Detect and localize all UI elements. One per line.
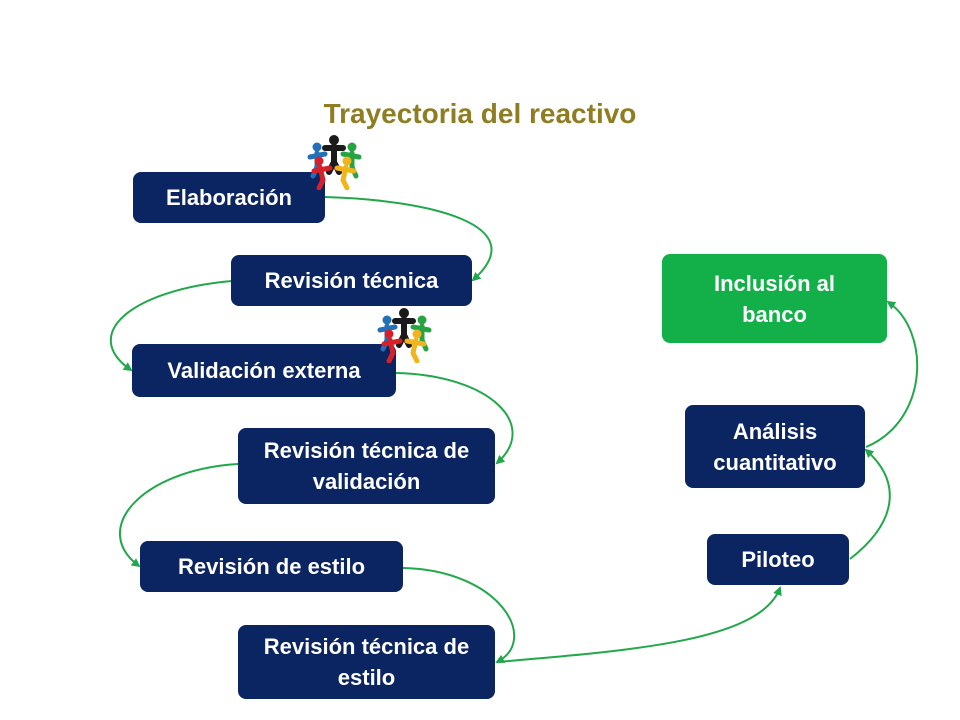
people-circle-icon (377, 308, 432, 363)
arrow-revision-tecnica-to-validacion-externa (109, 280, 233, 372)
step-revision-tecnica: Revisión técnica (231, 255, 472, 306)
arrow-piloteo-to-analisis-cuantitativo (849, 448, 891, 560)
step-revision-estilo: Revisión de estilo (140, 541, 403, 592)
step-validacion-externa: Validación externa (132, 344, 396, 397)
arrow-elaboracion-to-revision-tecnica (324, 196, 493, 282)
step-label: Piloteo (741, 547, 815, 572)
step-elaboracion: Elaboración (133, 172, 325, 223)
step-label: Revisión de estilo (177, 554, 366, 579)
people-circle-icon (307, 135, 362, 190)
step-label: Inclusión al banco (713, 270, 836, 327)
step-piloteo: Piloteo (707, 534, 849, 585)
arrow-validacion-externa-to-revision-tecnica-validacion (395, 372, 514, 465)
step-revision-tecnica-estilo: Revisión técnica de estilo (238, 625, 495, 699)
step-label: Revisión técnica (264, 268, 439, 293)
step-label: Validación externa (167, 358, 361, 383)
step-label: Elaboración (166, 185, 292, 210)
diagram-title: Trayectoria del reactivo (323, 98, 637, 129)
step-label: Revisión técnica de validación (263, 438, 470, 494)
step-label: Revisión técnica de estilo (263, 634, 470, 690)
step-revision-tecnica-validacion: Revisión técnica de validación (238, 428, 495, 504)
step-inclusion-al-banco: Inclusión al banco (662, 254, 887, 343)
arrow-revision-tecnica-estilo-to-piloteo (496, 586, 782, 663)
arrow-revision-estilo-to-revision-tecnica-estilo (402, 567, 516, 663)
arrow-analisis-cuantitativo-to-inclusion-al-banco (865, 300, 919, 448)
step-label: Análisis cuantitativo (713, 418, 837, 475)
arrow-revision-tecnica-validacion-to-revision-estilo (119, 463, 239, 568)
step-analisis-cuantitativo: Análisis cuantitativo (685, 405, 865, 488)
